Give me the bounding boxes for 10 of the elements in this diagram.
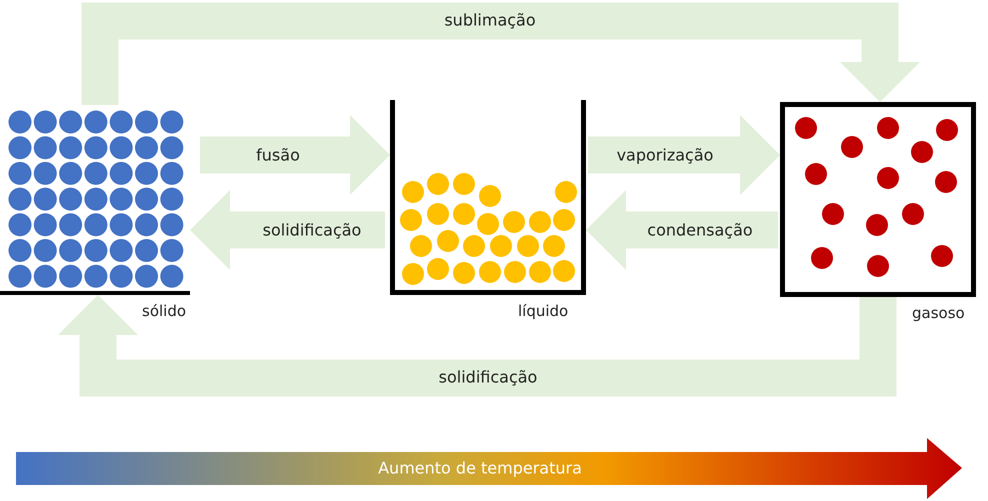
state-label: sólido (142, 302, 186, 320)
scale-label: Aumento de temperatura (378, 458, 582, 478)
transition-arrow (586, 190, 778, 270)
transition-arrow (58, 295, 896, 396)
transition-arrow (190, 190, 385, 270)
transition-arrow (82, 2, 920, 105)
transition-arrow (200, 115, 390, 195)
state-label: gasoso (912, 304, 965, 322)
transition-arrow (588, 115, 780, 195)
state-label: líquido (518, 302, 568, 320)
